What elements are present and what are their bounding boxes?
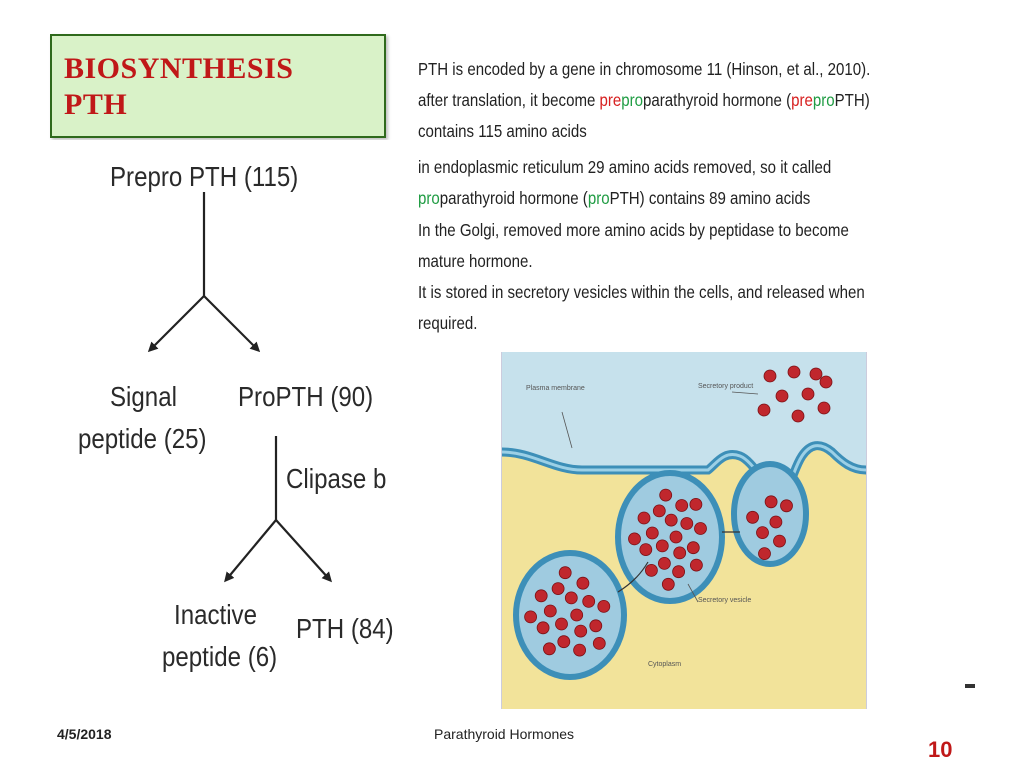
hormone-granule [652, 504, 666, 518]
hormone-granule [536, 621, 550, 635]
text-line-6: In the Golgi, removed more amino acids b… [418, 220, 849, 240]
hormone-granule [694, 522, 707, 535]
slide-title-line2: PTH [64, 88, 128, 121]
released-granule [809, 367, 823, 381]
hormone-granule [570, 608, 584, 622]
pth-processing-flowchart: Prepro PTH (115) Signal peptide (25) Pro… [50, 140, 410, 700]
hormone-granule [657, 556, 671, 570]
hormone-granule [689, 558, 703, 572]
secretory-vesicle-illustration: Plasma membrane Secretory product Secret… [501, 352, 867, 709]
hormone-granule [564, 591, 578, 605]
hormone-granule [780, 499, 793, 513]
propth-label: ProPTH (90) [238, 381, 374, 412]
secretory-vesicle-label: Secretory vesicle [698, 597, 751, 604]
footer-date: 4/5/2018 [57, 726, 112, 742]
hormone-granule [661, 577, 675, 591]
secretory-product-label: Secretory product [698, 383, 753, 390]
hormone-granule [764, 495, 778, 509]
hormone-granule [639, 543, 653, 557]
hormone-granule [675, 499, 689, 512]
page-number: 10 [928, 737, 953, 762]
hormone-granule [645, 526, 659, 540]
hormone-granule [558, 566, 572, 580]
split-arrow-top [147, 192, 261, 353]
text-line-5: proparathyroid hormone (proPTH) contains… [418, 188, 811, 208]
hormone-granule [659, 488, 673, 502]
released-granule [791, 409, 805, 423]
flowchart-arrows [147, 192, 333, 583]
signal-label-line2: peptide (25) [78, 423, 207, 454]
hormone-granule [773, 534, 786, 548]
text-line-2: after translation, it become preproparat… [418, 90, 870, 110]
hormone-granule [686, 541, 700, 555]
hormone-granules [524, 365, 833, 657]
footer-title: Parathyroid Hormones [434, 726, 575, 742]
hormone-granule [543, 604, 557, 618]
released-granule [801, 387, 815, 401]
hormone-granule [534, 589, 548, 603]
released-granule [819, 375, 833, 389]
hormone-granule [524, 610, 538, 624]
hormone-granule [628, 532, 641, 546]
text-line-8: It is stored in secretory vesicles withi… [418, 282, 865, 302]
signal-label-line1: Signal [110, 381, 177, 412]
hormone-granule [592, 636, 606, 650]
hormone-granule [637, 511, 651, 525]
enzyme-label: Clipase b [286, 463, 387, 494]
inactive-label-line2: peptide (6) [162, 641, 278, 672]
hormone-granule [664, 513, 678, 527]
released-granule [787, 365, 801, 379]
pth-label: PTH (84) [296, 613, 394, 644]
title-box: BIOSYNTHESIS PTH [50, 34, 386, 138]
hormone-granule [672, 565, 686, 579]
inactive-label-line1: Inactive [174, 599, 257, 630]
hormone-granule [758, 547, 771, 561]
hormone-granule [573, 643, 586, 657]
text-line-3: contains 115 amino acids [418, 121, 587, 141]
hormone-granule [597, 599, 611, 613]
released-granule [817, 401, 831, 415]
released-granule [757, 403, 771, 417]
slide-title-line1: BIOSYNTHESIS [64, 52, 294, 85]
plasma-membrane-label: Plasma membrane [526, 385, 585, 392]
hormone-granule [582, 594, 596, 608]
prepro-pth-label: Prepro PTH (115) [110, 161, 299, 192]
hormone-granule [655, 539, 669, 553]
released-granule [763, 369, 777, 383]
hormone-granule [551, 582, 565, 596]
hormone-granule [576, 576, 590, 590]
cytoplasm-label: Cytoplasm [648, 661, 681, 668]
hormone-granule [543, 642, 556, 656]
hormone-granule [555, 617, 568, 631]
split-arrow-bottom [224, 436, 333, 583]
text-line-1: PTH is encoded by a gene in chromosome 1… [418, 59, 871, 79]
hormone-granule [680, 517, 694, 530]
hormone-granule [589, 619, 603, 633]
hormone-granule [746, 510, 760, 524]
released-granule [775, 389, 789, 403]
scan-artifact [965, 684, 975, 688]
text-line-7: mature hormone. [418, 251, 533, 271]
hormone-granule [574, 624, 588, 638]
hormone-granule [644, 563, 658, 577]
text-line-4: in endoplasmic reticulum 29 amino acids … [418, 157, 832, 177]
hormone-granule [557, 635, 571, 649]
vesicle-drawing: Plasma membrane Secretory product Secret… [502, 352, 866, 709]
hormone-granule [673, 546, 687, 560]
hormone-granule [669, 530, 683, 544]
hormone-granule [689, 497, 703, 511]
hormone-granule [769, 515, 783, 529]
hormone-granule [756, 526, 769, 540]
text-line-9: required. [418, 313, 478, 333]
